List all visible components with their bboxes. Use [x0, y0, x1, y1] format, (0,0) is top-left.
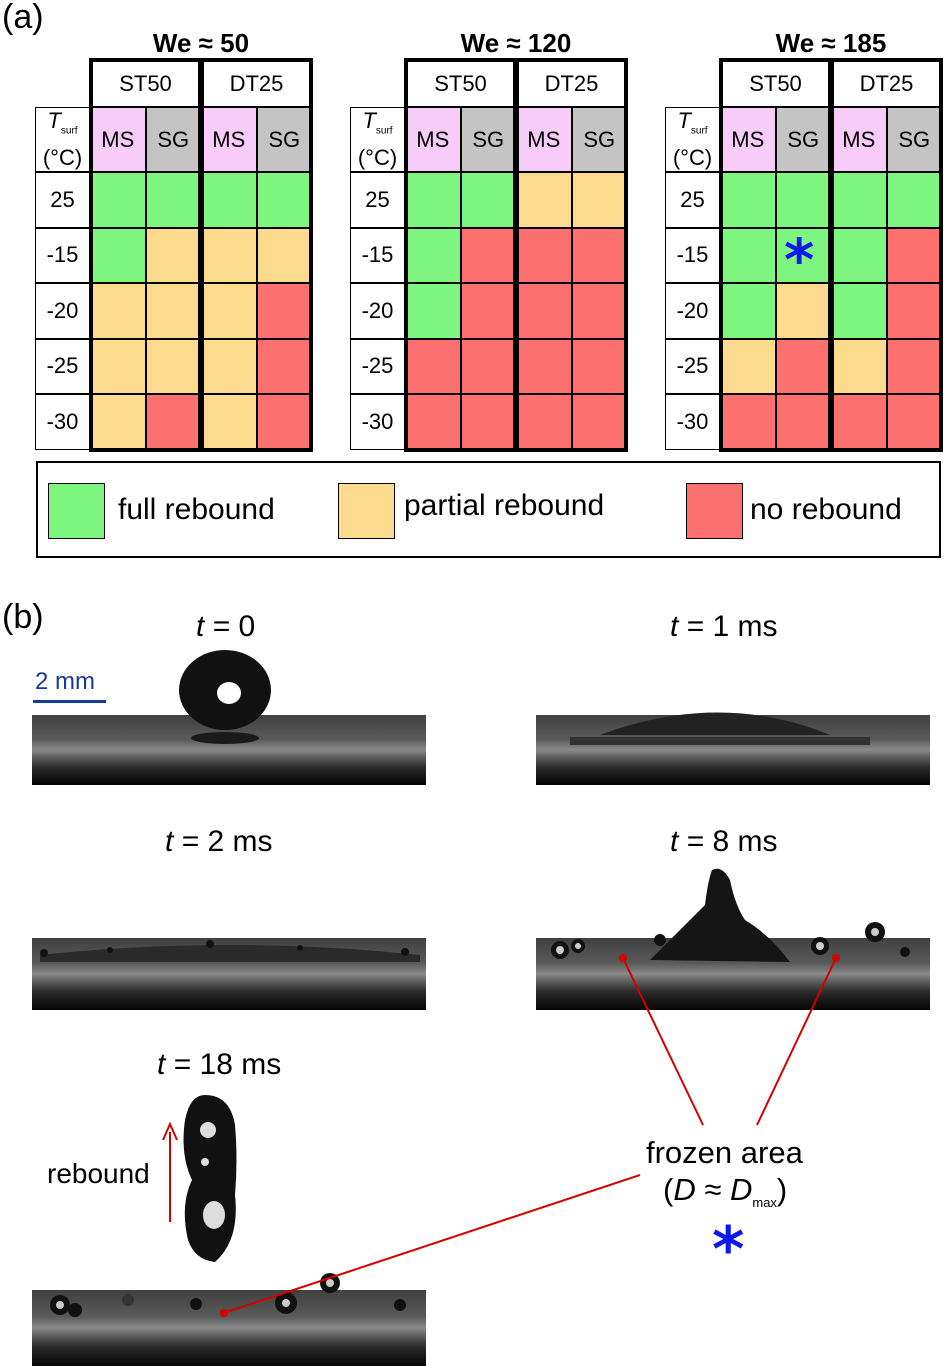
- table-title: We ≈ 50: [152, 28, 250, 58]
- time-label-2: t = 2 ms: [165, 825, 273, 858]
- frozen-area-pointers: [220, 954, 840, 1317]
- outcome-cell-none: [775, 394, 831, 450]
- legend-swatch-none: [686, 483, 743, 539]
- temperature-label: -25: [350, 338, 405, 394]
- outcome-cell-none: [256, 338, 312, 394]
- outcome-cell-partial: [90, 338, 146, 394]
- droplet-t8: [551, 868, 910, 962]
- droplet-t1: [570, 712, 870, 745]
- outcome-cell-full: [90, 227, 146, 283]
- outcome-cell-partial: [145, 283, 201, 339]
- highlight-star: *: [784, 226, 815, 294]
- table-title: We ≈ 120: [460, 28, 572, 58]
- panel-a-label: (a): [2, 0, 44, 36]
- outcome-cell-full: [831, 172, 887, 228]
- panel-b-label: (b): [2, 598, 44, 636]
- outcome-cell-none: [886, 338, 942, 394]
- outcome-cell-partial: [571, 172, 627, 228]
- scale-bar-label: 2 mm: [35, 668, 95, 695]
- frozen-area-star: *: [712, 1213, 745, 1286]
- outcome-cell-full: [145, 172, 201, 228]
- scale-bar: [33, 700, 106, 703]
- outcome-cell-full: [720, 172, 776, 228]
- legend-label-none: no rebound: [750, 493, 902, 526]
- droplet-t18: [50, 1095, 406, 1317]
- outcome-cell-partial: [831, 338, 887, 394]
- outcome-cell-partial: [256, 227, 312, 283]
- time-label-1: t = 1 ms: [670, 610, 778, 643]
- surface-header-ms: MS: [201, 107, 257, 172]
- temperature-label: 25: [35, 172, 90, 228]
- legend-swatch-full: [48, 483, 105, 539]
- outcome-cell-none: [405, 338, 461, 394]
- outcome-cell-none: [516, 338, 572, 394]
- droplet-t2: [40, 940, 420, 962]
- surface-header-ms: MS: [831, 107, 887, 172]
- outcome-cell-full: [460, 172, 516, 228]
- surface-header-ms: MS: [516, 107, 572, 172]
- outcome-cell-none: [571, 338, 627, 394]
- outcome-cell-full: [775, 227, 831, 283]
- rebound-label: rebound: [47, 1158, 150, 1189]
- legend-label-full: full rebound: [118, 493, 275, 526]
- outcome-cell-full: [831, 283, 887, 339]
- temperature-label: -30: [665, 394, 720, 450]
- table-title: We ≈ 185: [775, 28, 887, 58]
- outcome-cell-full: [720, 283, 776, 339]
- surface-header-sg: SG: [145, 107, 201, 172]
- outcome-cell-full: [886, 172, 942, 228]
- row-header-tsurf: Tsurf(°C): [350, 107, 405, 172]
- outcome-cell-full: [405, 227, 461, 283]
- outcome-cell-none: [886, 394, 942, 450]
- outcome-cell-full: [90, 172, 146, 228]
- outcome-cell-none: [571, 394, 627, 450]
- outcome-cell-full: [775, 172, 831, 228]
- outcome-cell-none: [886, 227, 942, 283]
- legend-label-partial: partial rebound: [404, 489, 605, 522]
- outcome-cell-full: [831, 227, 887, 283]
- group-header: DT25: [201, 60, 312, 107]
- surface-header-sg: SG: [256, 107, 312, 172]
- outcome-cell-none: [516, 227, 572, 283]
- rebound-arrow: [162, 1121, 178, 1222]
- outcome-cell-none: [460, 338, 516, 394]
- outcome-cell-full: [405, 172, 461, 228]
- droplet-t0: [179, 650, 271, 744]
- outcome-cell-partial: [145, 338, 201, 394]
- row-header-tsurf: Tsurf(°C): [35, 107, 90, 172]
- outcome-cell-partial: [720, 338, 776, 394]
- outcome-cell-none: [460, 227, 516, 283]
- outcome-cell-none: [256, 283, 312, 339]
- surface-header-ms: MS: [405, 107, 461, 172]
- surface-header-sg: SG: [886, 107, 942, 172]
- frozen-area-label: frozen area: [646, 1135, 803, 1170]
- surface-header-sg: SG: [775, 107, 831, 172]
- legend: full rebound partial rebound no rebound: [36, 461, 941, 558]
- time-label-18: t = 18 ms: [157, 1048, 282, 1081]
- legend-swatch-partial: [338, 483, 395, 539]
- frozen-area-equation: (D ≈ Dmax): [663, 1172, 788, 1211]
- temperature-label: -20: [35, 283, 90, 339]
- time-label-0: t = 0: [196, 610, 256, 643]
- outcome-cell-full: [720, 227, 776, 283]
- time-label-8: t = 8 ms: [670, 825, 778, 858]
- outcome-cell-partial: [201, 394, 257, 450]
- surface-header-ms: MS: [90, 107, 146, 172]
- outcome-cell-none: [886, 283, 942, 339]
- surface-header-ms: MS: [720, 107, 776, 172]
- frame-t18: [32, 1290, 426, 1366]
- outcome-cell-none: [460, 283, 516, 339]
- temperature-label: -20: [350, 283, 405, 339]
- outcome-cell-partial: [201, 227, 257, 283]
- outcome-cell-full: [201, 172, 257, 228]
- temperature-label: -15: [350, 227, 405, 283]
